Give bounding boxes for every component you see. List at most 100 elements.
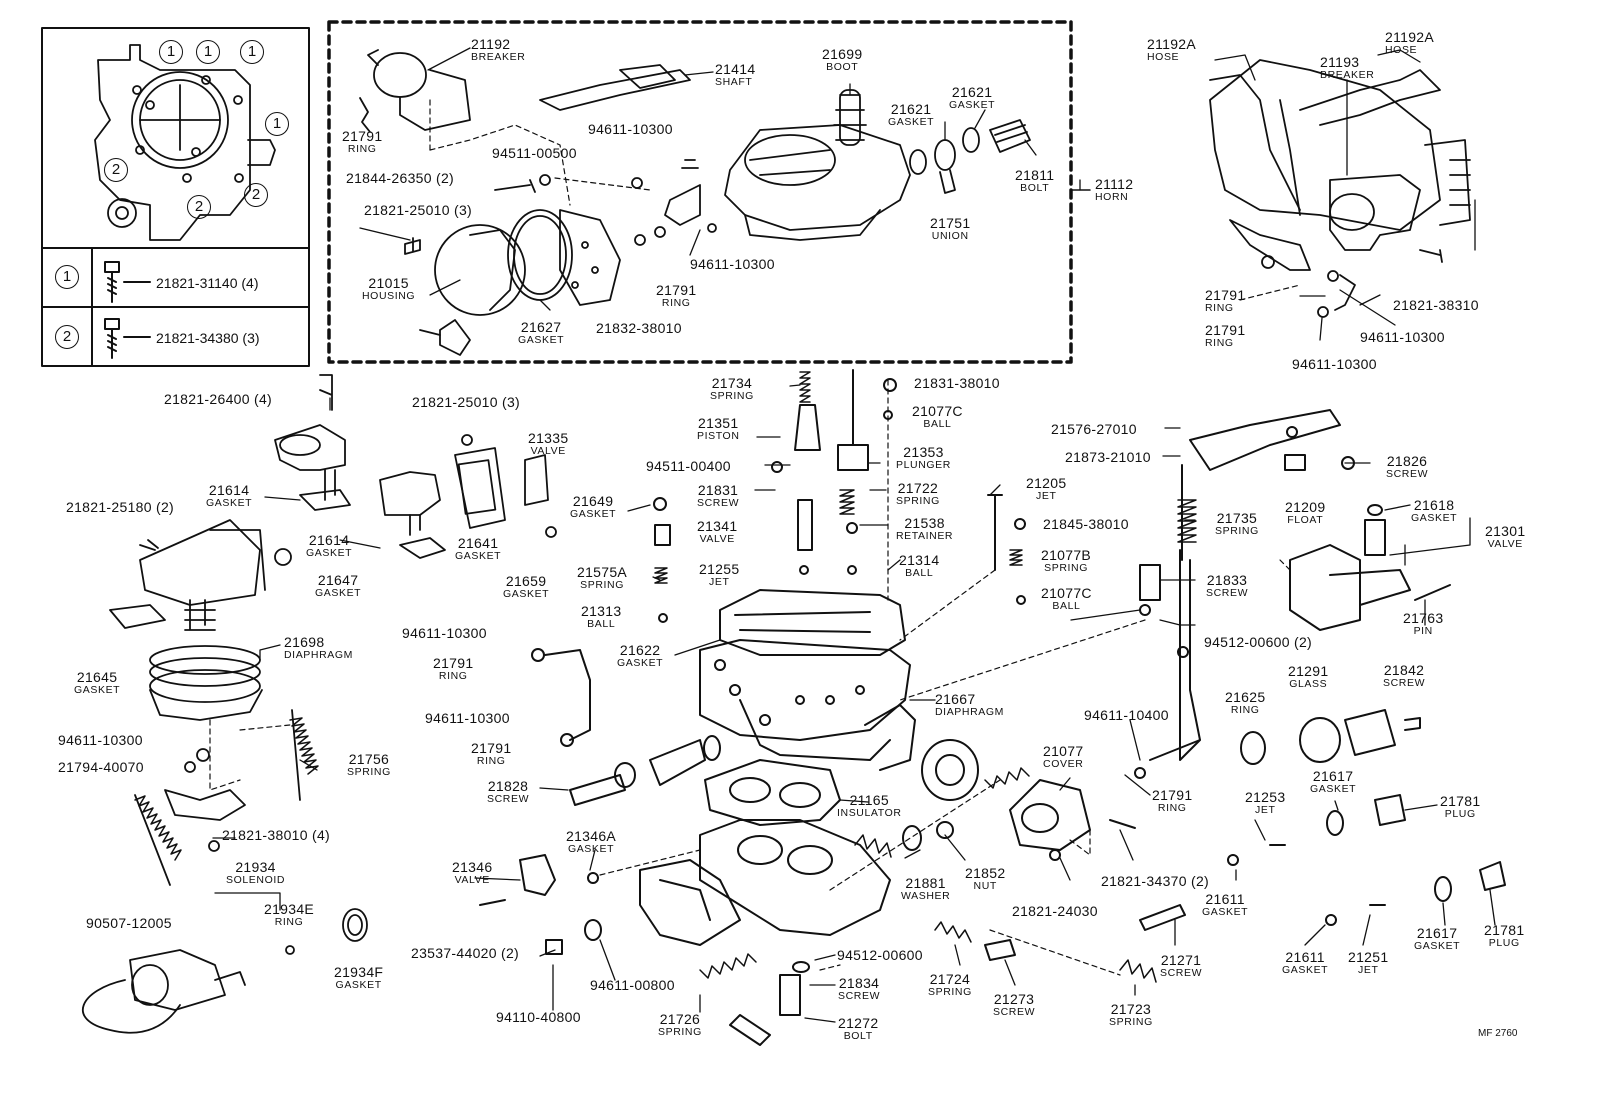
breaker-group-parts: [1209, 59, 1471, 318]
callout-94611-00800: 94611-00800: [590, 977, 675, 993]
callout-94511-00500: 94511-00500: [492, 145, 577, 161]
callout-21821-34370: 21821-34370 (2): [1101, 873, 1210, 889]
callout-94110-40800: 94110-40800: [496, 1009, 581, 1025]
inset-marker-2: 2: [187, 195, 211, 219]
legend-part-1: 21821-31140 (4): [156, 275, 259, 291]
inset-marker-1: 1: [240, 40, 264, 64]
callout-94611-10300: 94611-10300: [1360, 329, 1445, 345]
callout-94611-10300: 94611-10300: [402, 625, 487, 641]
callout-21821-25010: 21821-25010 (3): [364, 202, 473, 218]
callout-94611-10300: 94611-10300: [1292, 356, 1377, 372]
inset-marker-2: 2: [104, 158, 128, 182]
callout-21821-26400: 21821-26400 (4): [164, 391, 273, 407]
callout-21873-21010: 21873-21010: [1065, 449, 1151, 465]
inset-body-sketch: [94, 44, 276, 241]
reference-code: MF 2760: [1478, 1028, 1518, 1039]
callout-94511-00400: 94511-00400: [646, 458, 731, 474]
callout-94611-10300: 94611-10300: [690, 256, 775, 272]
callout-94611-10300: 94611-10300: [58, 732, 143, 748]
callout-94512-00600: 94512-00600: [837, 947, 923, 963]
callout-23537-44020: 23537-44020 (2): [411, 945, 520, 961]
inset-marker-2: 2: [244, 183, 268, 207]
legend-symbol-2: 2: [55, 325, 79, 349]
inset-marker-1: 1: [265, 112, 289, 136]
assembly-leader-lines: [209, 284, 1301, 976]
callout-21845-38010: 21845-38010: [1043, 516, 1129, 532]
left-assembly-parts: [81, 374, 557, 1034]
carburetor-body: [479, 369, 1506, 1046]
callout-94611-10400: 94611-10400: [1084, 707, 1169, 723]
callout-21576-27010: 21576-27010: [1051, 421, 1137, 437]
callout-leaders: [212, 47, 1496, 1023]
legend-symbol-1: 1: [55, 265, 79, 289]
callout-21844-26350: 21844-26350 (2): [346, 170, 455, 186]
callout-21821-38310: 21821-38310: [1393, 297, 1479, 313]
inset-frame: [41, 27, 310, 367]
callout-94611-10300: 94611-10300: [425, 710, 510, 726]
inset-marker-1: 1: [196, 40, 220, 64]
callout-21832-38010: 21832-38010: [596, 320, 682, 336]
callout-21821-24030: 21821-24030: [1012, 903, 1098, 919]
callout-21821-25010: 21821-25010 (3): [412, 394, 521, 410]
